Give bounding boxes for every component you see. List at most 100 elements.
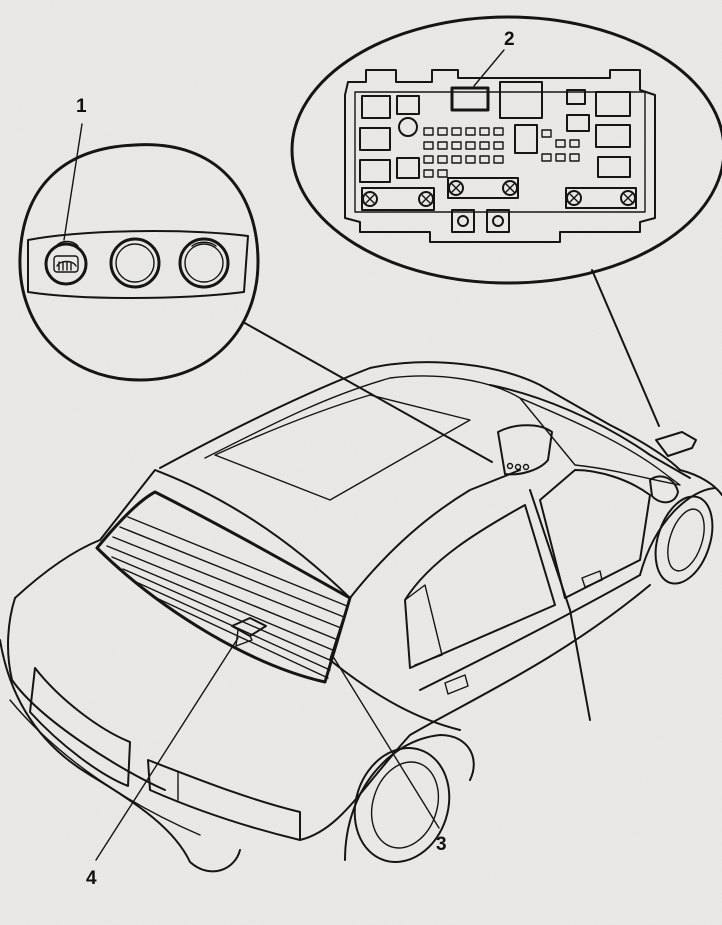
trunk-edge <box>7 597 166 791</box>
mini-fuse <box>555 153 566 162</box>
defogger-grid-line <box>112 536 342 629</box>
switch-rim-tab <box>191 241 217 247</box>
mini-fuse <box>479 155 490 164</box>
blank-switch-right-inner <box>184 243 224 283</box>
mini-fuse <box>541 129 552 138</box>
defogger-connector <box>231 617 267 637</box>
rear-wheel <box>353 747 451 863</box>
mini-fuse <box>423 155 434 164</box>
roof-panel <box>214 394 471 501</box>
switch-detail-inset <box>18 143 260 382</box>
car-roof <box>159 361 681 471</box>
bumper-lower <box>9 699 201 836</box>
mini-fuse <box>493 155 504 164</box>
defogger-grid-line <box>106 545 339 641</box>
front-fender <box>679 469 722 496</box>
relay <box>396 157 420 179</box>
leader-line-callout-4 <box>95 637 239 861</box>
mini-fuse <box>493 141 504 150</box>
front-door-window <box>539 469 651 599</box>
screw <box>566 190 582 206</box>
leader-line-callout-3 <box>333 657 440 829</box>
leader-line-fuse-box <box>591 269 660 427</box>
relay <box>396 95 420 115</box>
fuse-box-detail-oval <box>290 15 722 285</box>
front-door-handle <box>581 570 603 588</box>
mini-fuse <box>569 153 580 162</box>
mini-fuse-grid <box>423 127 580 178</box>
windshield <box>519 397 681 486</box>
mini-fuse <box>465 127 476 136</box>
defogger-connector-tab <box>235 629 253 647</box>
relay <box>359 159 391 183</box>
defogger-grid <box>106 516 348 679</box>
callout-number-4: 4 <box>86 868 97 889</box>
defogger-switch-rim <box>55 240 79 247</box>
relay-highlighted <box>450 86 490 112</box>
trunk-lid <box>14 469 351 661</box>
fuse-puller <box>398 117 418 137</box>
b-pillar <box>529 489 591 721</box>
defogger-switch-face <box>53 255 79 273</box>
defogger-grid-line <box>122 568 333 662</box>
rear-wheel-arch <box>344 734 475 861</box>
screw-slot <box>451 183 461 193</box>
leader-line-callout-2 <box>473 49 505 87</box>
mini-fuse <box>451 141 462 150</box>
defogger-icon <box>56 260 77 271</box>
screw <box>418 191 434 207</box>
leader-line-callout-1 <box>63 123 83 241</box>
relay <box>566 114 590 132</box>
mini-fuse <box>493 127 504 136</box>
mini-fuse <box>437 141 448 150</box>
mini-fuse <box>423 127 434 136</box>
front-wheel-arch <box>639 487 716 576</box>
mini-fuse <box>437 155 448 164</box>
mini-fuse <box>423 141 434 150</box>
callout-number-3: 3 <box>436 834 447 855</box>
defogger-switch <box>44 242 88 286</box>
defogger-grid-line <box>119 526 345 618</box>
screw <box>362 191 378 207</box>
relay <box>514 124 538 154</box>
fuse-box-location <box>655 431 697 457</box>
callout-number-1: 1 <box>76 96 87 117</box>
rear-door-handle <box>444 674 469 695</box>
screw-slot <box>569 193 579 203</box>
terminal <box>451 209 475 233</box>
leader-line-switch-detail <box>242 321 493 463</box>
rear-window <box>95 490 352 684</box>
switch-panel <box>27 230 249 299</box>
dash-switch-dot <box>522 463 530 471</box>
mini-fuse <box>423 169 434 178</box>
fuse-box-inner-edge <box>354 91 646 213</box>
screw <box>502 180 518 196</box>
screw-slot <box>421 194 431 204</box>
callout-labels: 1 2 3 4 <box>76 29 515 889</box>
blank-switch-right <box>178 237 230 289</box>
body-sill <box>299 584 651 841</box>
rear-wheel-hub <box>370 761 440 849</box>
blank-switch-middle <box>109 237 161 289</box>
c-pillar <box>349 469 521 599</box>
callout-number-2: 2 <box>504 29 515 50</box>
dash-switch-panel <box>497 424 553 476</box>
car-roof-inner <box>204 375 521 459</box>
mini-fuse <box>479 141 490 150</box>
fuse-box-detail-inset <box>290 15 722 285</box>
mini-fuse <box>479 127 490 136</box>
mini-fuse <box>451 155 462 164</box>
dash-switch-dot <box>514 463 522 471</box>
fuse-box-housing <box>344 69 656 243</box>
mini-fuse <box>437 127 448 136</box>
windshield-edge <box>489 384 691 479</box>
front-wheel-hub <box>667 508 705 572</box>
mini-fuse <box>451 127 462 136</box>
defogger-grid-line <box>127 516 348 607</box>
mini-fuse <box>541 153 552 162</box>
defogger-grid-line <box>151 595 329 679</box>
mini-fuse <box>465 155 476 164</box>
mini-fuse <box>465 141 476 150</box>
rear-door-window <box>404 504 556 669</box>
